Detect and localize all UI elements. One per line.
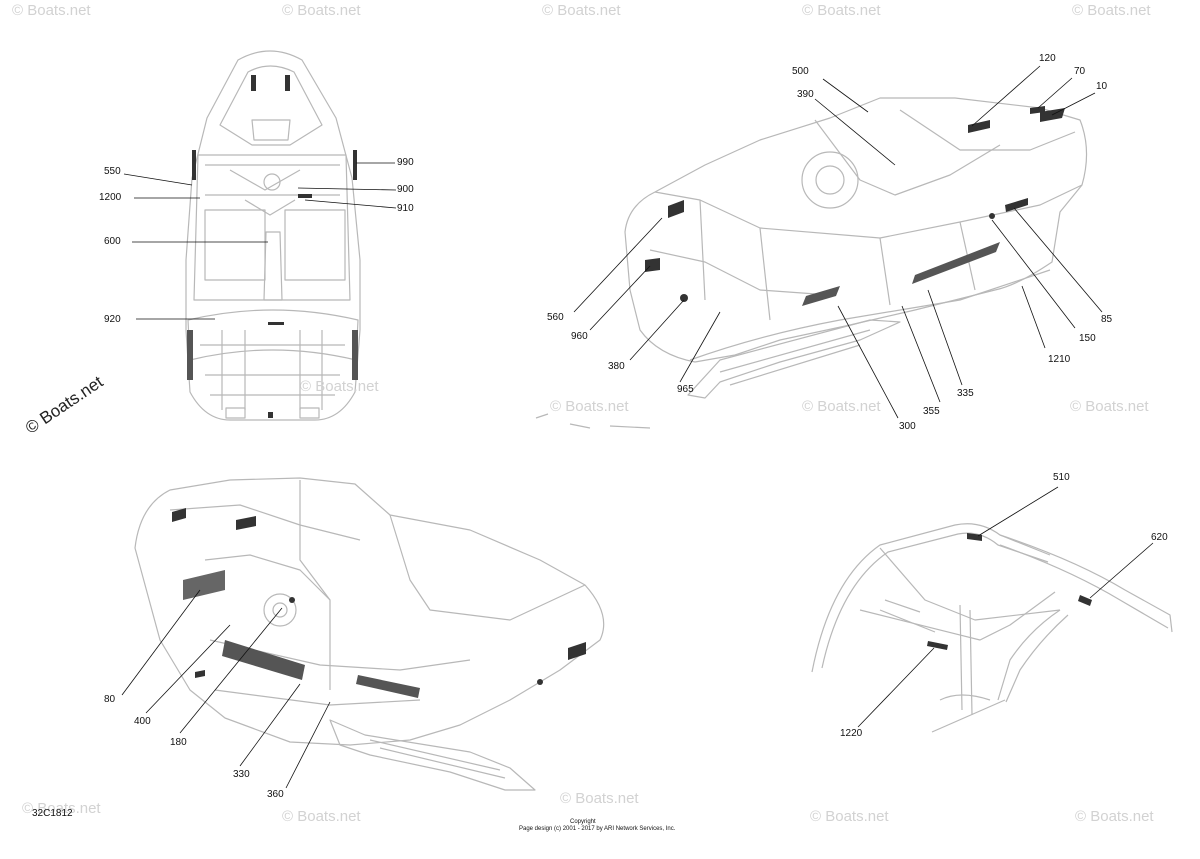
watermark: © Boats.net	[802, 2, 881, 19]
callout-label: 70	[1074, 66, 1086, 77]
callout-label: 390	[797, 89, 814, 100]
callout-label: 400	[134, 716, 151, 727]
vehicle-top-view	[185, 50, 361, 421]
watermark: © Boats.net	[560, 790, 639, 807]
leader-lines	[121, 65, 1154, 789]
copyright-title: Copyright	[570, 819, 596, 825]
copyright-text: Page design (c) 2001 - 2017 by ARI Netwo…	[519, 826, 676, 832]
callout-label: 550	[104, 166, 121, 177]
vehicle-iso-rear-view	[134, 477, 605, 791]
callout-label: 1200	[99, 192, 122, 203]
watermark: © Boats.net	[282, 808, 361, 825]
watermark: © Boats.net	[802, 398, 881, 415]
callout-label: 965	[677, 384, 694, 395]
watermark: © Boats.net	[1072, 2, 1151, 19]
callout-label: 300	[899, 421, 916, 432]
callout-label: 355	[923, 406, 940, 417]
watermark: © Boats.net	[1075, 808, 1154, 825]
callout-label: 150	[1079, 333, 1096, 344]
watermark: © Boats.net	[282, 2, 361, 19]
watermark: © Boats.net	[542, 2, 621, 19]
callout-label: 1210	[1048, 354, 1071, 365]
callout-label: 1220	[840, 728, 863, 739]
watermark: © Boats.net	[300, 378, 379, 395]
watermark: © Boats.net	[550, 398, 629, 415]
vehicle-iso-front-view	[535, 97, 1088, 429]
callout-label: 180	[170, 737, 187, 748]
callout-label: 990	[397, 157, 414, 168]
callout-label: 500	[792, 66, 809, 77]
callout-label: 330	[233, 769, 250, 780]
watermark: © Boats.net	[810, 808, 889, 825]
diagram-id: 32C1812	[32, 808, 73, 819]
callout-label: 335	[957, 388, 974, 399]
callout-label: 960	[571, 331, 588, 342]
callout-label: 10	[1096, 81, 1108, 92]
callout-label: 620	[1151, 532, 1168, 543]
callout-label: 85	[1101, 314, 1113, 325]
callout-label: 900	[397, 184, 414, 195]
watermark: © Boats.net	[12, 2, 91, 19]
roll-cage-view	[811, 523, 1173, 733]
callout-label: 120	[1039, 53, 1056, 64]
callout-label: 510	[1053, 472, 1070, 483]
callout-label: 600	[104, 236, 121, 247]
callout-label: 360	[267, 789, 284, 800]
callout-label: 380	[608, 361, 625, 372]
watermark: © Boats.net	[22, 800, 101, 817]
callout-label: 920	[104, 314, 121, 325]
callout-label: 560	[547, 312, 564, 323]
callout-label: 80	[104, 694, 116, 705]
callout-label: 910	[397, 203, 414, 214]
watermark: © Boats.net	[1070, 398, 1149, 415]
